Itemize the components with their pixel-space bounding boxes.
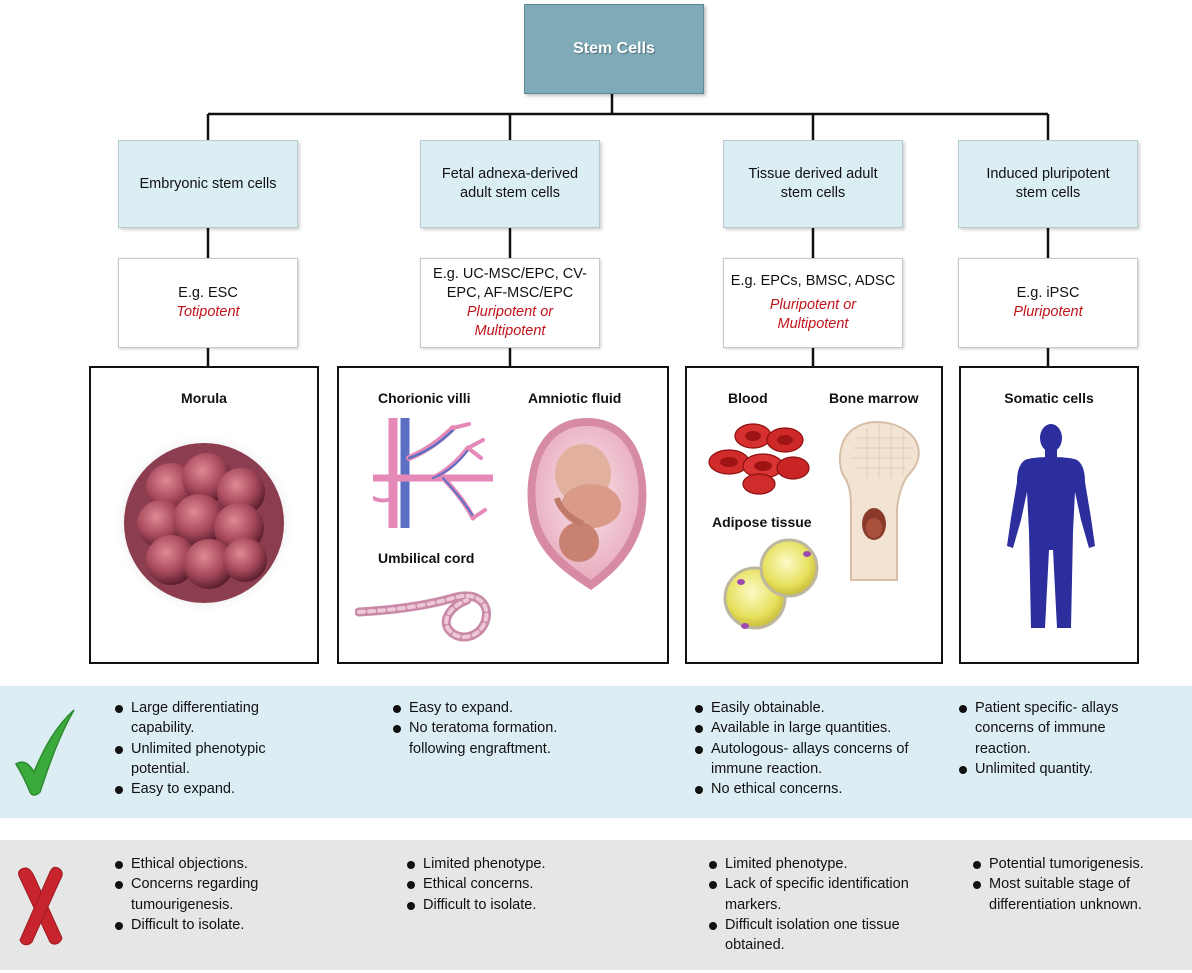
category-induced-pluripotent: Induced pluripotent stem cells xyxy=(958,140,1138,228)
list-item: Unlimited quantity. xyxy=(958,759,1144,779)
list-item: No ethical concerns. xyxy=(694,779,932,799)
category-label: Fetal adnexa-derived adult stem cells xyxy=(441,166,579,201)
disadvantages-list-induced-pluripotent: Potential tumorigenesis. Most suitable s… xyxy=(972,854,1168,915)
example-text: E.g. ESC xyxy=(178,285,238,301)
human-figure-icon xyxy=(1007,424,1095,628)
source-label-bone-marrow: Bone marrow xyxy=(829,390,919,406)
example-text: E.g. EPCs, BMSC, ADSC xyxy=(730,273,896,289)
advantages-list-induced-pluripotent: Patient specific- allays concerns of imm… xyxy=(958,698,1144,779)
example-box-fetal-adnexa: E.g. UC-MSC/EPC, CV-EPC, AF-MSC/EPC Plur… xyxy=(420,258,600,348)
category-fetal-adnexa: Fetal adnexa-derived adult stem cells xyxy=(420,140,600,228)
chorionic-villi-illustration xyxy=(373,418,493,528)
list-item: Ethical concerns. xyxy=(406,874,606,894)
disadvantages-list-fetal-adnexa: Limited phenotype. Ethical concerns. Dif… xyxy=(406,854,606,915)
category-tissue-derived: Tissue derived adult stem cells xyxy=(723,140,903,228)
potency-text: Pluripotent xyxy=(1013,304,1083,320)
example-box-tissue-derived: E.g. EPCs, BMSC, ADSC Pluripotent or Mul… xyxy=(723,258,903,348)
list-item: Potential tumorigenesis. xyxy=(972,854,1168,874)
list-item: Patient specific- allays concerns of imm… xyxy=(958,698,1144,759)
potency-text: Pluripotent or Multipotent xyxy=(769,297,857,332)
adipose-tissue-illustration xyxy=(723,538,819,630)
advantages-list-fetal-adnexa: Easy to expand. No teratoma formation. f… xyxy=(392,698,592,759)
potency-text: Pluripotent or Multipotent xyxy=(466,304,554,339)
list-item: Ethical objections. xyxy=(114,854,284,874)
advantages-list-embryonic: Large differentiating capability. Unlimi… xyxy=(114,698,304,799)
category-label: Induced pluripotent stem cells xyxy=(986,166,1110,201)
blood-cells-illustration xyxy=(708,423,810,495)
list-item: Large differentiating capability. xyxy=(114,698,304,739)
list-item: Limited phenotype. xyxy=(708,854,934,874)
list-item: Available in large quantities. xyxy=(694,718,932,738)
bone-marrow-illustration xyxy=(838,421,920,581)
root-node: Stem Cells xyxy=(524,4,704,94)
list-item: Unlimited phenotypic potential. xyxy=(114,739,304,780)
cross-mark-icon xyxy=(18,866,63,946)
disadvantages-list-embryonic: Ethical objections. Concerns regarding t… xyxy=(114,854,284,935)
amniotic-fluid-illustration xyxy=(527,418,647,590)
example-box-embryonic: E.g. ESC Totipotent xyxy=(118,258,298,348)
list-item: Difficult isolation one tissue obtained. xyxy=(708,915,934,956)
morula-illustration xyxy=(112,431,296,615)
source-label-adipose-tissue: Adipose tissue xyxy=(712,514,812,530)
advantages-list-tissue-derived: Easily obtainable. Available in large qu… xyxy=(694,698,932,799)
advantages-band: Large differentiating capability. Unlimi… xyxy=(0,686,1192,818)
list-item: Difficult to isolate. xyxy=(406,895,606,915)
list-item: Lack of specific identification markers. xyxy=(708,874,934,915)
source-label-somatic-cells: Somatic cells xyxy=(1004,390,1094,406)
category-embryonic: Embryonic stem cells xyxy=(118,140,298,228)
source-panel-induced-pluripotent: Somatic cells xyxy=(959,366,1139,664)
list-item: Most suitable stage of differentiation u… xyxy=(972,874,1149,915)
list-item: Limited phenotype. xyxy=(406,854,606,874)
potency-text: Totipotent xyxy=(176,304,240,320)
source-panel-fetal-adnexa: Chorionic villi Amniotic fluid Umbilical… xyxy=(337,366,669,664)
example-box-induced-pluripotent: E.g. iPSC Pluripotent xyxy=(958,258,1138,348)
disadvantages-list-tissue-derived: Limited phenotype. Lack of specific iden… xyxy=(708,854,934,955)
list-item: No teratoma formation. following engraft… xyxy=(392,718,574,759)
category-label: Embryonic stem cells xyxy=(139,175,277,192)
source-panel-tissue-derived: Blood Bone marrow Adipose tissue xyxy=(685,366,943,664)
list-item: Difficult to isolate. xyxy=(114,915,284,935)
source-panel-embryonic: Morula xyxy=(89,366,319,664)
list-item: Concerns regarding tumourigenesis. xyxy=(114,874,284,915)
umbilical-cord-illustration xyxy=(355,591,491,642)
list-item: Easy to expand. xyxy=(392,698,592,718)
example-text: E.g. iPSC xyxy=(1016,285,1080,301)
disadvantages-band: Ethical objections. Concerns regarding t… xyxy=(0,840,1192,970)
source-label-morula: Morula xyxy=(181,390,227,406)
category-label: Tissue derived adult stem cells xyxy=(748,166,878,201)
source-label-blood: Blood xyxy=(728,390,768,406)
source-label-amniotic-fluid: Amniotic fluid xyxy=(528,390,622,406)
check-mark-icon xyxy=(14,709,75,796)
list-item: Easily obtainable. xyxy=(694,698,932,718)
source-label-chorionic-villi: Chorionic villi xyxy=(378,390,471,406)
list-item: Easy to expand. xyxy=(114,779,304,799)
source-label-umbilical-cord: Umbilical cord xyxy=(378,550,475,566)
list-item: Autologous- allays concerns of immune re… xyxy=(694,739,911,780)
root-label: Stem Cells xyxy=(573,40,655,57)
example-text: E.g. UC-MSC/EPC, CV-EPC, AF-MSC/EPC xyxy=(433,266,587,301)
